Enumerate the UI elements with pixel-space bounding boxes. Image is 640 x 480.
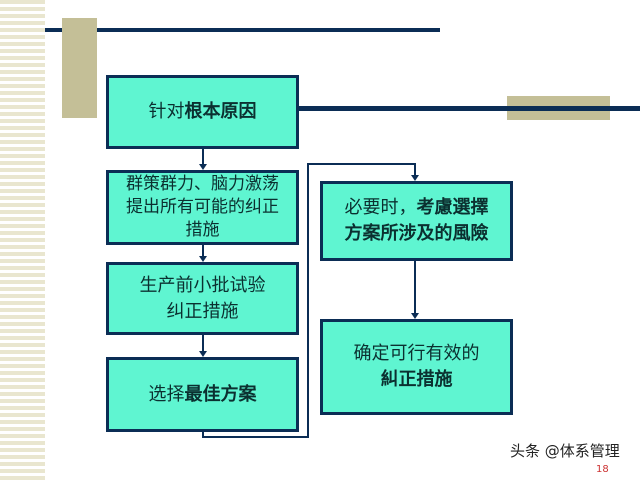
decor-block-left	[62, 18, 97, 118]
line: 生产前小批试验	[139, 274, 266, 296]
step-pilot-trial: 生产前小批试验纠正措施	[106, 262, 299, 335]
arrowhead	[411, 313, 419, 319]
arrowhead	[411, 175, 419, 181]
arrowhead	[199, 256, 207, 262]
text-bold: 根本原因	[184, 101, 257, 122]
step-select-best: 选择最佳方案	[106, 357, 299, 432]
line: 群策群力、脑力激荡	[126, 174, 279, 194]
line: 确定可行有效的	[353, 343, 480, 364]
step-brainstorm: 群策群力、脑力激荡提出所有可能的纠正措施	[106, 170, 299, 245]
line: 方案所涉及的風險	[344, 223, 489, 244]
decor-stripes	[0, 0, 45, 480]
text: 针对	[148, 101, 185, 122]
text-bold: 最佳方案	[184, 383, 257, 405]
line: 措施	[185, 220, 220, 240]
arrowhead	[199, 351, 207, 357]
step-confirm: 确定可行有效的糾正措施	[320, 319, 513, 415]
line: 提出所有可能的纠正	[126, 197, 279, 217]
step-root-cause: 针对根本原因	[106, 75, 299, 149]
line: 纠正措施	[166, 300, 239, 322]
line: 糾正措施	[380, 369, 453, 390]
text: 选择	[148, 383, 185, 405]
arrow-4-5	[202, 163, 416, 438]
top-rule	[45, 28, 440, 32]
text-bold: 考慮選擇	[416, 197, 489, 218]
step-risk: 必要时，考慮選擇方案所涉及的風險	[320, 181, 513, 261]
watermark: 头条 @体系管理	[510, 442, 620, 460]
page-number: 18	[596, 464, 609, 475]
arrowhead	[199, 164, 207, 170]
text: 必要时，	[344, 197, 417, 218]
mid-rule	[299, 106, 640, 111]
